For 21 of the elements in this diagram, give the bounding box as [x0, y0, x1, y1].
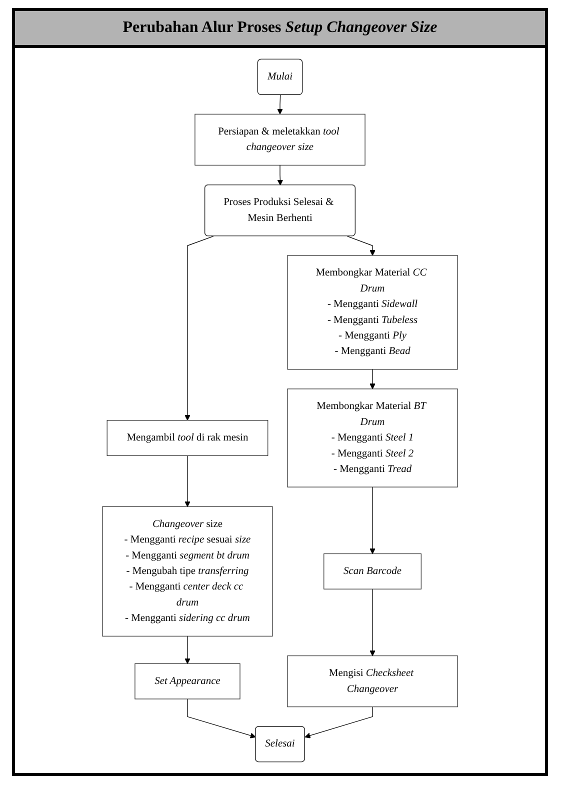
- node-box: [287, 255, 458, 370]
- node-box: [324, 553, 422, 590]
- arrow: [370, 588, 376, 656]
- arrow: [277, 164, 284, 186]
- node-box: [287, 655, 458, 708]
- arrow: [370, 368, 376, 390]
- arrow: [370, 486, 376, 554]
- node-box: [134, 663, 240, 700]
- arrow: [184, 636, 190, 664]
- arrow: [346, 236, 376, 256]
- arrow: [187, 698, 256, 738]
- arrow: [184, 455, 190, 507]
- node-box: [102, 506, 273, 636]
- arrow: [277, 94, 283, 114]
- node-box: [287, 388, 458, 488]
- arrow: [184, 236, 214, 421]
- node-box: [194, 114, 366, 166]
- title-bar: Perubahan Alur Proses Setup Changeover Size: [15, 11, 545, 48]
- arrow: [304, 706, 373, 738]
- flowchart-frame: Perubahan Alur Proses Setup Changeover Size Mulai Persiapan & meletakkan tool changeover size Proses Produksi Selesai & Mesin Berhenti Membongkar Material CC Drum - Mengganti Sidewall - Mengganti Tubeless - Mengganti Ply - Mengganti Bead Mengambil tool di rak mesin Changeover size - Mengganti recipe sesuai size - Mengganti segment bt drum - Mengubah tipe transferring - Mengganti center deck cc drum - Mengganti sidering cc drum Membongkar Material BT Drum - Mengganti Steel 1 - Mengganti Steel 2 - Mengganti Tread Scan Barcode Set Appearance Mengisi Checksheet Changeover Selesai: [12, 8, 548, 776]
- node-box: [106, 420, 268, 456]
